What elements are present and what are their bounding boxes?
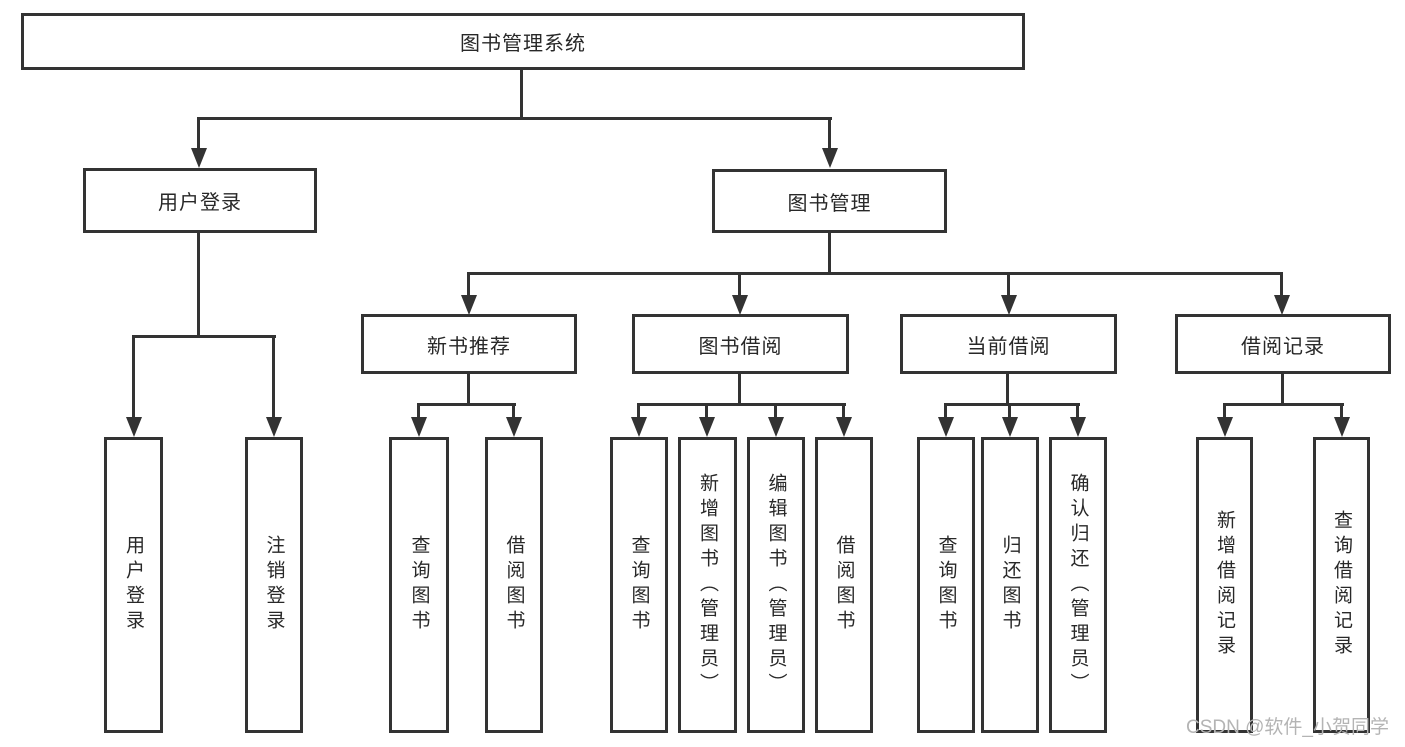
arrow-down-icon bbox=[266, 417, 282, 437]
leaf-user-login: 用户登录 bbox=[104, 437, 163, 733]
arrow-down-icon bbox=[768, 417, 784, 437]
node-current-borrowing: 当前借阅 bbox=[900, 314, 1117, 374]
node-borrowing-records: 借阅记录 bbox=[1175, 314, 1391, 374]
connector-line bbox=[1007, 272, 1010, 297]
leaf-query-books-current: 查询图书 bbox=[917, 437, 975, 733]
leaf-confirm-return-admin: 确认归还（管理员） bbox=[1049, 437, 1107, 733]
node-new-book-recommend: 新书推荐 bbox=[361, 314, 577, 374]
node-book-borrowing: 图书借阅 bbox=[632, 314, 849, 374]
connector-line bbox=[828, 117, 831, 150]
arrow-down-icon bbox=[1001, 295, 1017, 315]
connector-line bbox=[197, 117, 200, 150]
arrow-down-icon bbox=[836, 417, 852, 437]
connector-line bbox=[512, 403, 515, 419]
arrow-down-icon bbox=[1002, 417, 1018, 437]
connector-line bbox=[1008, 403, 1011, 419]
connector-line bbox=[828, 233, 831, 274]
arrow-down-icon bbox=[461, 295, 477, 315]
leaf-borrow-books-recommend: 借阅图书 bbox=[485, 437, 543, 733]
leaf-return-book: 归还图书 bbox=[981, 437, 1039, 733]
arrow-down-icon bbox=[631, 417, 647, 437]
connector-line bbox=[738, 272, 741, 297]
connector-line bbox=[132, 335, 135, 419]
leaf-borrow-books: 借阅图书 bbox=[815, 437, 873, 733]
connector-line bbox=[467, 272, 1283, 275]
connector-line bbox=[1223, 403, 1344, 406]
connector-line bbox=[1076, 403, 1079, 419]
connector-line bbox=[1280, 272, 1283, 297]
arrow-down-icon bbox=[938, 417, 954, 437]
connector-line bbox=[738, 374, 741, 405]
arrow-down-icon bbox=[699, 417, 715, 437]
connector-line bbox=[197, 233, 200, 338]
connector-line bbox=[467, 374, 470, 405]
arrow-down-icon bbox=[411, 417, 427, 437]
connector-line bbox=[417, 403, 420, 419]
connector-line bbox=[417, 403, 516, 406]
connector-line bbox=[467, 272, 470, 297]
connector-line bbox=[198, 117, 832, 120]
connector-line bbox=[1223, 403, 1226, 419]
arrow-down-icon bbox=[1217, 417, 1233, 437]
node-root-system: 图书管理系统 bbox=[21, 13, 1025, 70]
connector-line bbox=[1281, 374, 1284, 405]
connector-line bbox=[944, 403, 947, 419]
leaf-logout: 注销登录 bbox=[245, 437, 303, 733]
csdn-watermark: CSDN @软件_小贺同学 bbox=[1186, 717, 1389, 738]
connector-line bbox=[272, 335, 275, 419]
connector-line bbox=[637, 403, 846, 406]
leaf-add-borrow-record: 新增借阅记录 bbox=[1196, 437, 1253, 733]
arrow-down-icon bbox=[126, 417, 142, 437]
connector-line bbox=[1340, 403, 1343, 419]
connector-line bbox=[842, 403, 845, 419]
connector-line bbox=[520, 70, 523, 120]
connector-line bbox=[1006, 374, 1009, 405]
arrow-down-icon bbox=[822, 148, 838, 168]
arrow-down-icon bbox=[506, 417, 522, 437]
node-user-login: 用户登录 bbox=[83, 168, 317, 233]
arrow-down-icon bbox=[1070, 417, 1086, 437]
leaf-query-books-recommend: 查询图书 bbox=[389, 437, 449, 733]
connector-line bbox=[774, 403, 777, 419]
leaf-add-book-admin: 新增图书（管理员） bbox=[678, 437, 737, 733]
arrow-down-icon bbox=[1334, 417, 1350, 437]
leaf-edit-book-admin: 编辑图书（管理员） bbox=[747, 437, 805, 733]
connector-line bbox=[132, 335, 276, 338]
arrow-down-icon bbox=[1274, 295, 1290, 315]
connector-line bbox=[637, 403, 640, 419]
arrow-down-icon bbox=[732, 295, 748, 315]
leaf-query-borrow-record: 查询借阅记录 bbox=[1313, 437, 1370, 733]
leaf-query-books-borrowing: 查询图书 bbox=[610, 437, 668, 733]
connector-line bbox=[944, 403, 1080, 406]
arrow-down-icon bbox=[191, 148, 207, 168]
node-book-management: 图书管理 bbox=[712, 169, 947, 233]
connector-line bbox=[705, 403, 708, 419]
